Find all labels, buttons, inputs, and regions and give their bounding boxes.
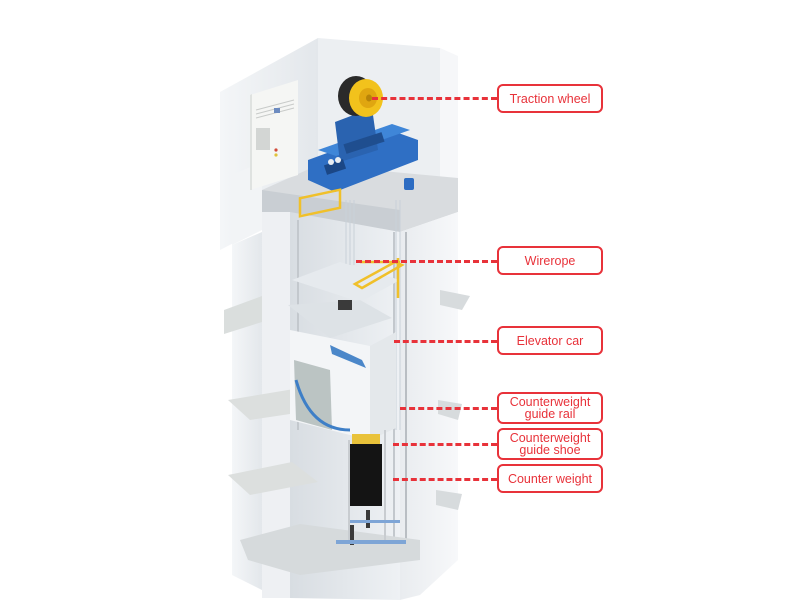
label-text-line2: guide rail (524, 407, 576, 421)
leader-line-counterweight-guide-rail (400, 407, 497, 410)
label-counterweight-guide-shoe: Counterweight guide shoe (497, 428, 603, 460)
leader-line-wirerope (356, 260, 497, 263)
label-text: Wirerope (524, 253, 576, 268)
label-text: Counter weight (507, 471, 593, 486)
label-text: Traction wheel (509, 91, 591, 106)
counterweight (348, 430, 386, 540)
leader-line-counter-weight (393, 478, 497, 481)
leader-line-elevator-car (394, 340, 497, 343)
leader-line-counterweight-guide-shoe (393, 443, 497, 446)
machine-room (220, 38, 458, 250)
pit-buffers (336, 510, 406, 545)
label-text-line1: Counterweight (509, 395, 591, 409)
label-traction-wheel: Traction wheel (497, 84, 603, 113)
label-elevator-car: Elevator car (497, 326, 603, 355)
label-text-line2: guide shoe (519, 443, 581, 457)
label-counter-weight: Counter weight (497, 464, 603, 493)
label-text: Elevator car (516, 333, 584, 348)
traction-machine (308, 76, 418, 192)
leader-line-traction-wheel (372, 97, 497, 100)
label-wirerope: Wirerope (497, 246, 603, 275)
label-text-line1: Counterweight (509, 431, 591, 445)
label-counterweight-guide-rail: Counterweight guide rail (497, 392, 603, 424)
elevator-car (290, 330, 396, 440)
control-cabinet (250, 80, 298, 190)
